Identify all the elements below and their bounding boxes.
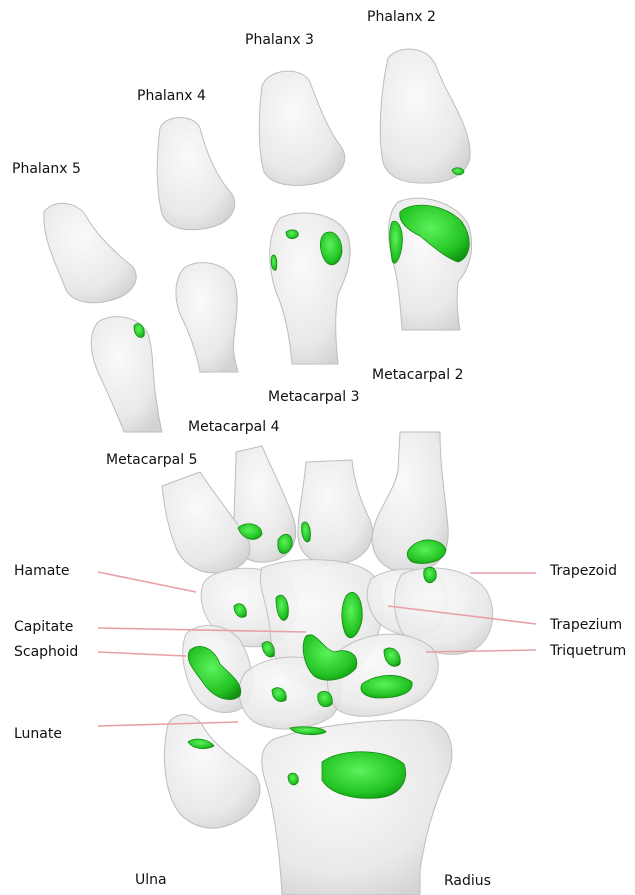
contact-metacarpal-3-left xyxy=(286,230,298,239)
label-metacarpal-5: Metacarpal 5 xyxy=(106,453,198,467)
metacarpal-3-head xyxy=(270,213,350,364)
label-phalanx-5: Phalanx 5 xyxy=(12,162,81,176)
leader-scaphoid xyxy=(98,652,186,656)
contact-lunate-b xyxy=(318,691,333,707)
phalanx-2-bone xyxy=(380,49,470,183)
phalanx-3-bone xyxy=(259,71,345,185)
label-metacarpal-3: Metacarpal 3 xyxy=(268,390,360,404)
label-triquetrum: Triquetrum xyxy=(550,644,626,658)
metacarpal-3-base xyxy=(298,460,372,565)
metacarpal-4-head xyxy=(176,263,238,372)
label-metacarpal-4: Metacarpal 4 xyxy=(188,420,280,434)
phalanx-4-bone xyxy=(157,118,235,230)
label-ulna: Ulna xyxy=(135,873,167,887)
contact-metacarpal-3-edge xyxy=(271,255,277,270)
label-phalanx-3: Phalanx 3 xyxy=(245,33,314,47)
label-lunate: Lunate xyxy=(14,727,62,741)
label-metacarpal-2: Metacarpal 2 xyxy=(372,368,464,382)
radius-bone xyxy=(262,720,452,895)
label-trapezoid: Trapezoid xyxy=(550,564,617,578)
leader-hamate xyxy=(98,572,196,592)
label-scaphoid: Scaphoid xyxy=(14,645,78,659)
label-capitate: Capitate xyxy=(14,620,73,634)
label-phalanx-2: Phalanx 2 xyxy=(367,10,436,24)
contact-radius-large xyxy=(322,752,406,799)
label-trapezium: Trapezium xyxy=(550,618,622,632)
label-hamate: Hamate xyxy=(14,564,69,578)
label-radius: Radius xyxy=(444,874,491,888)
metacarpal-5-head xyxy=(91,317,162,432)
label-phalanx-4: Phalanx 4 xyxy=(137,89,206,103)
ulna-bone xyxy=(164,715,260,828)
contact-trapezoid xyxy=(424,567,437,582)
phalanx-5-bone xyxy=(44,203,136,302)
